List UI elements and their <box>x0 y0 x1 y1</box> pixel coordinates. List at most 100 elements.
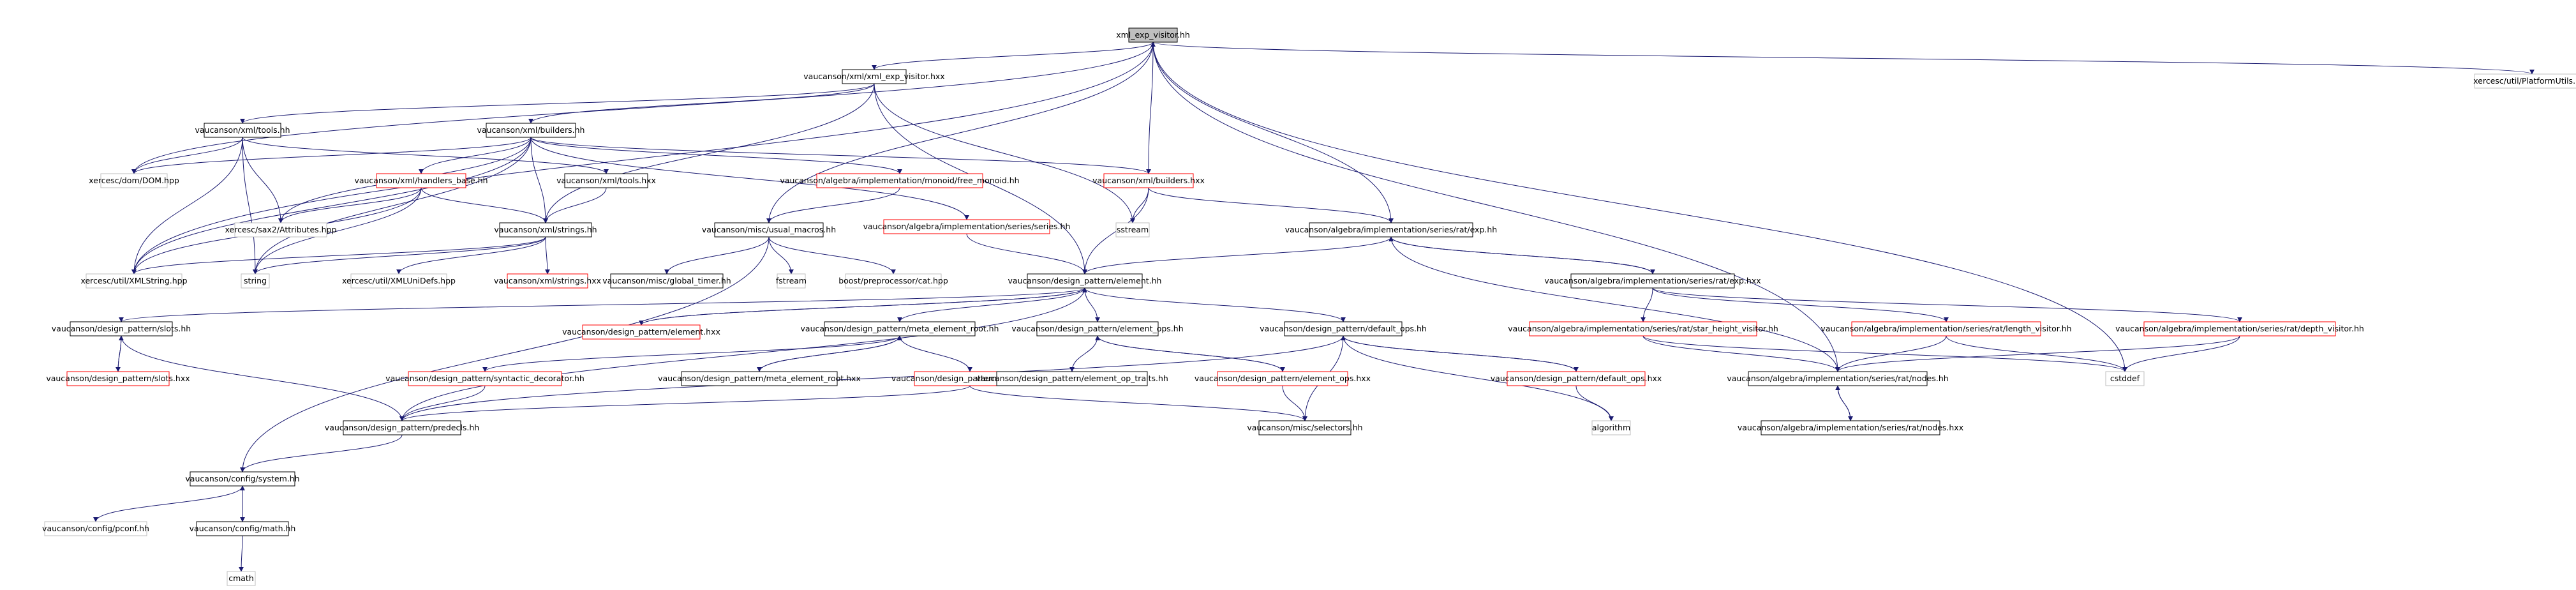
edge-n10-n14 <box>1130 187 1149 223</box>
graph-node-n43[interactable]: vaucanson/misc/selectors.hh <box>1247 420 1363 435</box>
graph-node-n33[interactable]: vaucanson/design_pattern/slots.hxx <box>46 371 190 386</box>
node-box <box>343 420 461 435</box>
graph-node-n39[interactable]: vaucanson/design_pattern/default_ops.hxx <box>1491 371 1662 386</box>
node-box <box>1217 371 1348 386</box>
graph-node-n48[interactable]: vaucanson/config/math.hh <box>190 521 296 536</box>
edge-n0-n2 <box>1152 42 2535 75</box>
graph-node-n47[interactable]: vaucanson/config/pconf.hh <box>42 521 149 536</box>
graph-node-n12[interactable]: vaucanson/xml/strings.hh <box>494 222 597 238</box>
node-box <box>1570 273 1735 289</box>
node-label: xercesc/util/XMLUniDefs.hpp <box>342 276 456 285</box>
node-label: vaucanson/xml/strings.hxx <box>494 276 601 285</box>
edge-n30-n41 <box>1642 335 2127 372</box>
graph-node-n18[interactable]: xercesc/util/XMLUniDefs.hpp <box>342 273 456 289</box>
edge-n10-n0 <box>1148 42 1156 174</box>
graph-node-n45[interactable]: vaucanson/algebra/implementation/series/… <box>1738 420 1963 435</box>
node-label: sstream <box>1117 225 1149 234</box>
edge-n3-n17 <box>242 137 258 275</box>
graph-node-n44[interactable]: algorithm <box>1591 420 1631 435</box>
edge-n45-n40 <box>1835 385 1851 421</box>
node-label: vaucanson/algebra/implementation/series/… <box>2115 324 2364 333</box>
graph-node-n1[interactable]: vaucanson/xml/xml_exp_visitor.hxx <box>803 69 945 84</box>
edge-n4-n17 <box>253 137 532 275</box>
graph-node-n41[interactable]: cstddef <box>2105 371 2145 386</box>
node-box <box>564 173 648 188</box>
graph-node-n26[interactable]: vaucanson/design_pattern/element.hxx <box>562 324 720 340</box>
edge-n13-n46 <box>240 236 770 473</box>
edge-n0-n40 <box>1152 42 1840 372</box>
graph-node-n6[interactable]: vaucanson/xml/handlers_base.hh <box>354 173 488 188</box>
graph-node-n34[interactable]: vaucanson/design_pattern/syntactic_decor… <box>385 371 584 386</box>
edges-layer <box>93 42 2535 572</box>
node-label: vaucanson/config/pconf.hh <box>42 524 149 533</box>
node-box <box>1761 420 1940 435</box>
graph-node-n35[interactable]: vaucanson/design_pattern/meta_element_ro… <box>658 371 861 386</box>
node-label: vaucanson/config/system.hh <box>185 474 299 483</box>
graph-node-n15[interactable]: vaucanson/algebra/implementation/series/… <box>1285 222 1497 238</box>
graph-node-n25[interactable]: vaucanson/design_pattern/slots.hh <box>52 321 191 337</box>
graph-node-n19[interactable]: vaucanson/xml/strings.hxx <box>494 273 601 289</box>
edge-n13-n22 <box>768 236 896 275</box>
node-box <box>376 173 466 188</box>
edge-n32-n41 <box>2122 335 2240 372</box>
edge-n32-n40 <box>1835 335 2240 372</box>
graph-node-n0[interactable]: xml_exp_visitor.hh <box>1116 27 1190 43</box>
edge-n27-n36 <box>899 335 972 372</box>
edge-n24-n27 <box>897 287 1085 322</box>
node-label: vaucanson/design_pattern/slots.hxx <box>46 374 190 383</box>
graph-node-n13[interactable]: vaucanson/misc/usual_macros.hh <box>702 222 836 238</box>
graph-node-n40[interactable]: vaucanson/algebra/implementation/series/… <box>1727 371 1949 386</box>
graph-node-n16[interactable]: xercesc/util/XMLString.hpp <box>80 273 188 289</box>
graph-node-n2[interactable]: xercesc/util/PlatformUtils.hpp <box>2473 73 2576 89</box>
graph-node-n11[interactable]: xercesc/sax2/Attributes.hpp <box>225 222 337 238</box>
graph-node-n23[interactable]: vaucanson/algebra/implementation/series/… <box>1544 273 1761 289</box>
node-label: boost/preprocessor/cat.hpp <box>838 276 948 285</box>
graph-node-n10[interactable]: vaucanson/xml/builders.hxx <box>1092 173 1205 188</box>
node-box <box>845 273 942 289</box>
graph-node-n42[interactable]: vaucanson/design_pattern/predecls.hh <box>325 420 479 435</box>
graph-node-n49[interactable]: cmath <box>227 571 256 586</box>
node-label: vaucanson/misc/selectors.hh <box>1247 423 1362 432</box>
graph-node-n9[interactable]: vaucanson/algebra/implementation/series/… <box>863 219 1071 234</box>
graph-node-n27[interactable]: vaucanson/design_pattern/meta_element_ro… <box>801 321 999 337</box>
edge-n28-n37 <box>1069 335 1098 372</box>
graph-node-n22[interactable]: boost/preprocessor/cat.hpp <box>838 273 948 289</box>
graph-node-n20[interactable]: vaucanson/misc/global_timer.hh <box>602 273 731 289</box>
graph-node-n4[interactable]: vaucanson/xml/builders.hh <box>477 123 585 138</box>
graph-node-n3[interactable]: vaucanson/xml/tools.hh <box>195 123 290 138</box>
graph-node-n21[interactable]: fstream <box>776 273 807 289</box>
edge-n9-n24 <box>966 233 1087 275</box>
edge-n23-n31 <box>1652 287 1949 322</box>
graph-node-n5[interactable]: xercesc/dom/DOM.hpp <box>89 173 179 188</box>
node-label: vaucanson/design_pattern/element_ops.hxx <box>1195 374 1371 383</box>
edge-n15-n24 <box>1082 236 1392 275</box>
node-label: vaucanson/design_pattern/default_ops.hh <box>1260 324 1427 333</box>
node-label: vaucanson/xml/strings.hh <box>494 225 597 234</box>
graph-node-n28[interactable]: vaucanson/design_pattern/element_ops.hh <box>1011 321 1184 337</box>
graph-node-n24[interactable]: vaucanson/design_pattern/element.hh <box>1008 273 1162 289</box>
edge-n13-n20 <box>664 236 770 275</box>
node-label: vaucanson/design_pattern/meta_element_ro… <box>658 374 861 383</box>
edge-n4-n9 <box>530 137 969 220</box>
graph-node-n14[interactable]: sstream <box>1115 222 1150 238</box>
graph-node-n7[interactable]: vaucanson/xml/tools.hxx <box>556 173 656 188</box>
edge-n3-n5 <box>131 137 243 174</box>
graph-node-n38[interactable]: vaucanson/design_pattern/element_ops.hxx <box>1195 371 1371 386</box>
graph-node-n17[interactable]: string <box>241 273 270 289</box>
edge-n3-n11 <box>242 137 283 223</box>
node-label: vaucanson/algebra/implementation/series/… <box>1820 324 2071 333</box>
node-label: vaucanson/design_pattern/element_op_trai… <box>976 374 1168 383</box>
graph-node-n31[interactable]: vaucanson/algebra/implementation/series/… <box>1820 321 2072 337</box>
node-box <box>842 69 907 84</box>
node-label: vaucanson/misc/global_timer.hh <box>602 276 731 285</box>
graph-node-n30[interactable]: vaucanson/algebra/implementation/series/… <box>1508 321 1778 337</box>
graph-node-n8[interactable]: vaucanson/algebra/implementation/monoid/… <box>780 173 1020 188</box>
graph-node-n46[interactable]: vaucanson/config/system.hh <box>185 471 300 487</box>
edge-n0-n5 <box>131 42 1154 174</box>
node-box <box>610 273 724 289</box>
graph-node-n32[interactable]: vaucanson/algebra/implementation/series/… <box>2115 321 2364 337</box>
graph-node-n29[interactable]: vaucanson/design_pattern/default_ops.hh <box>1260 321 1427 337</box>
node-label: vaucanson/algebra/implementation/series/… <box>1544 276 1761 285</box>
graph-node-n37[interactable]: vaucanson/design_pattern/element_op_trai… <box>976 371 1168 386</box>
node-label: xml_exp_visitor.hh <box>1116 30 1190 40</box>
